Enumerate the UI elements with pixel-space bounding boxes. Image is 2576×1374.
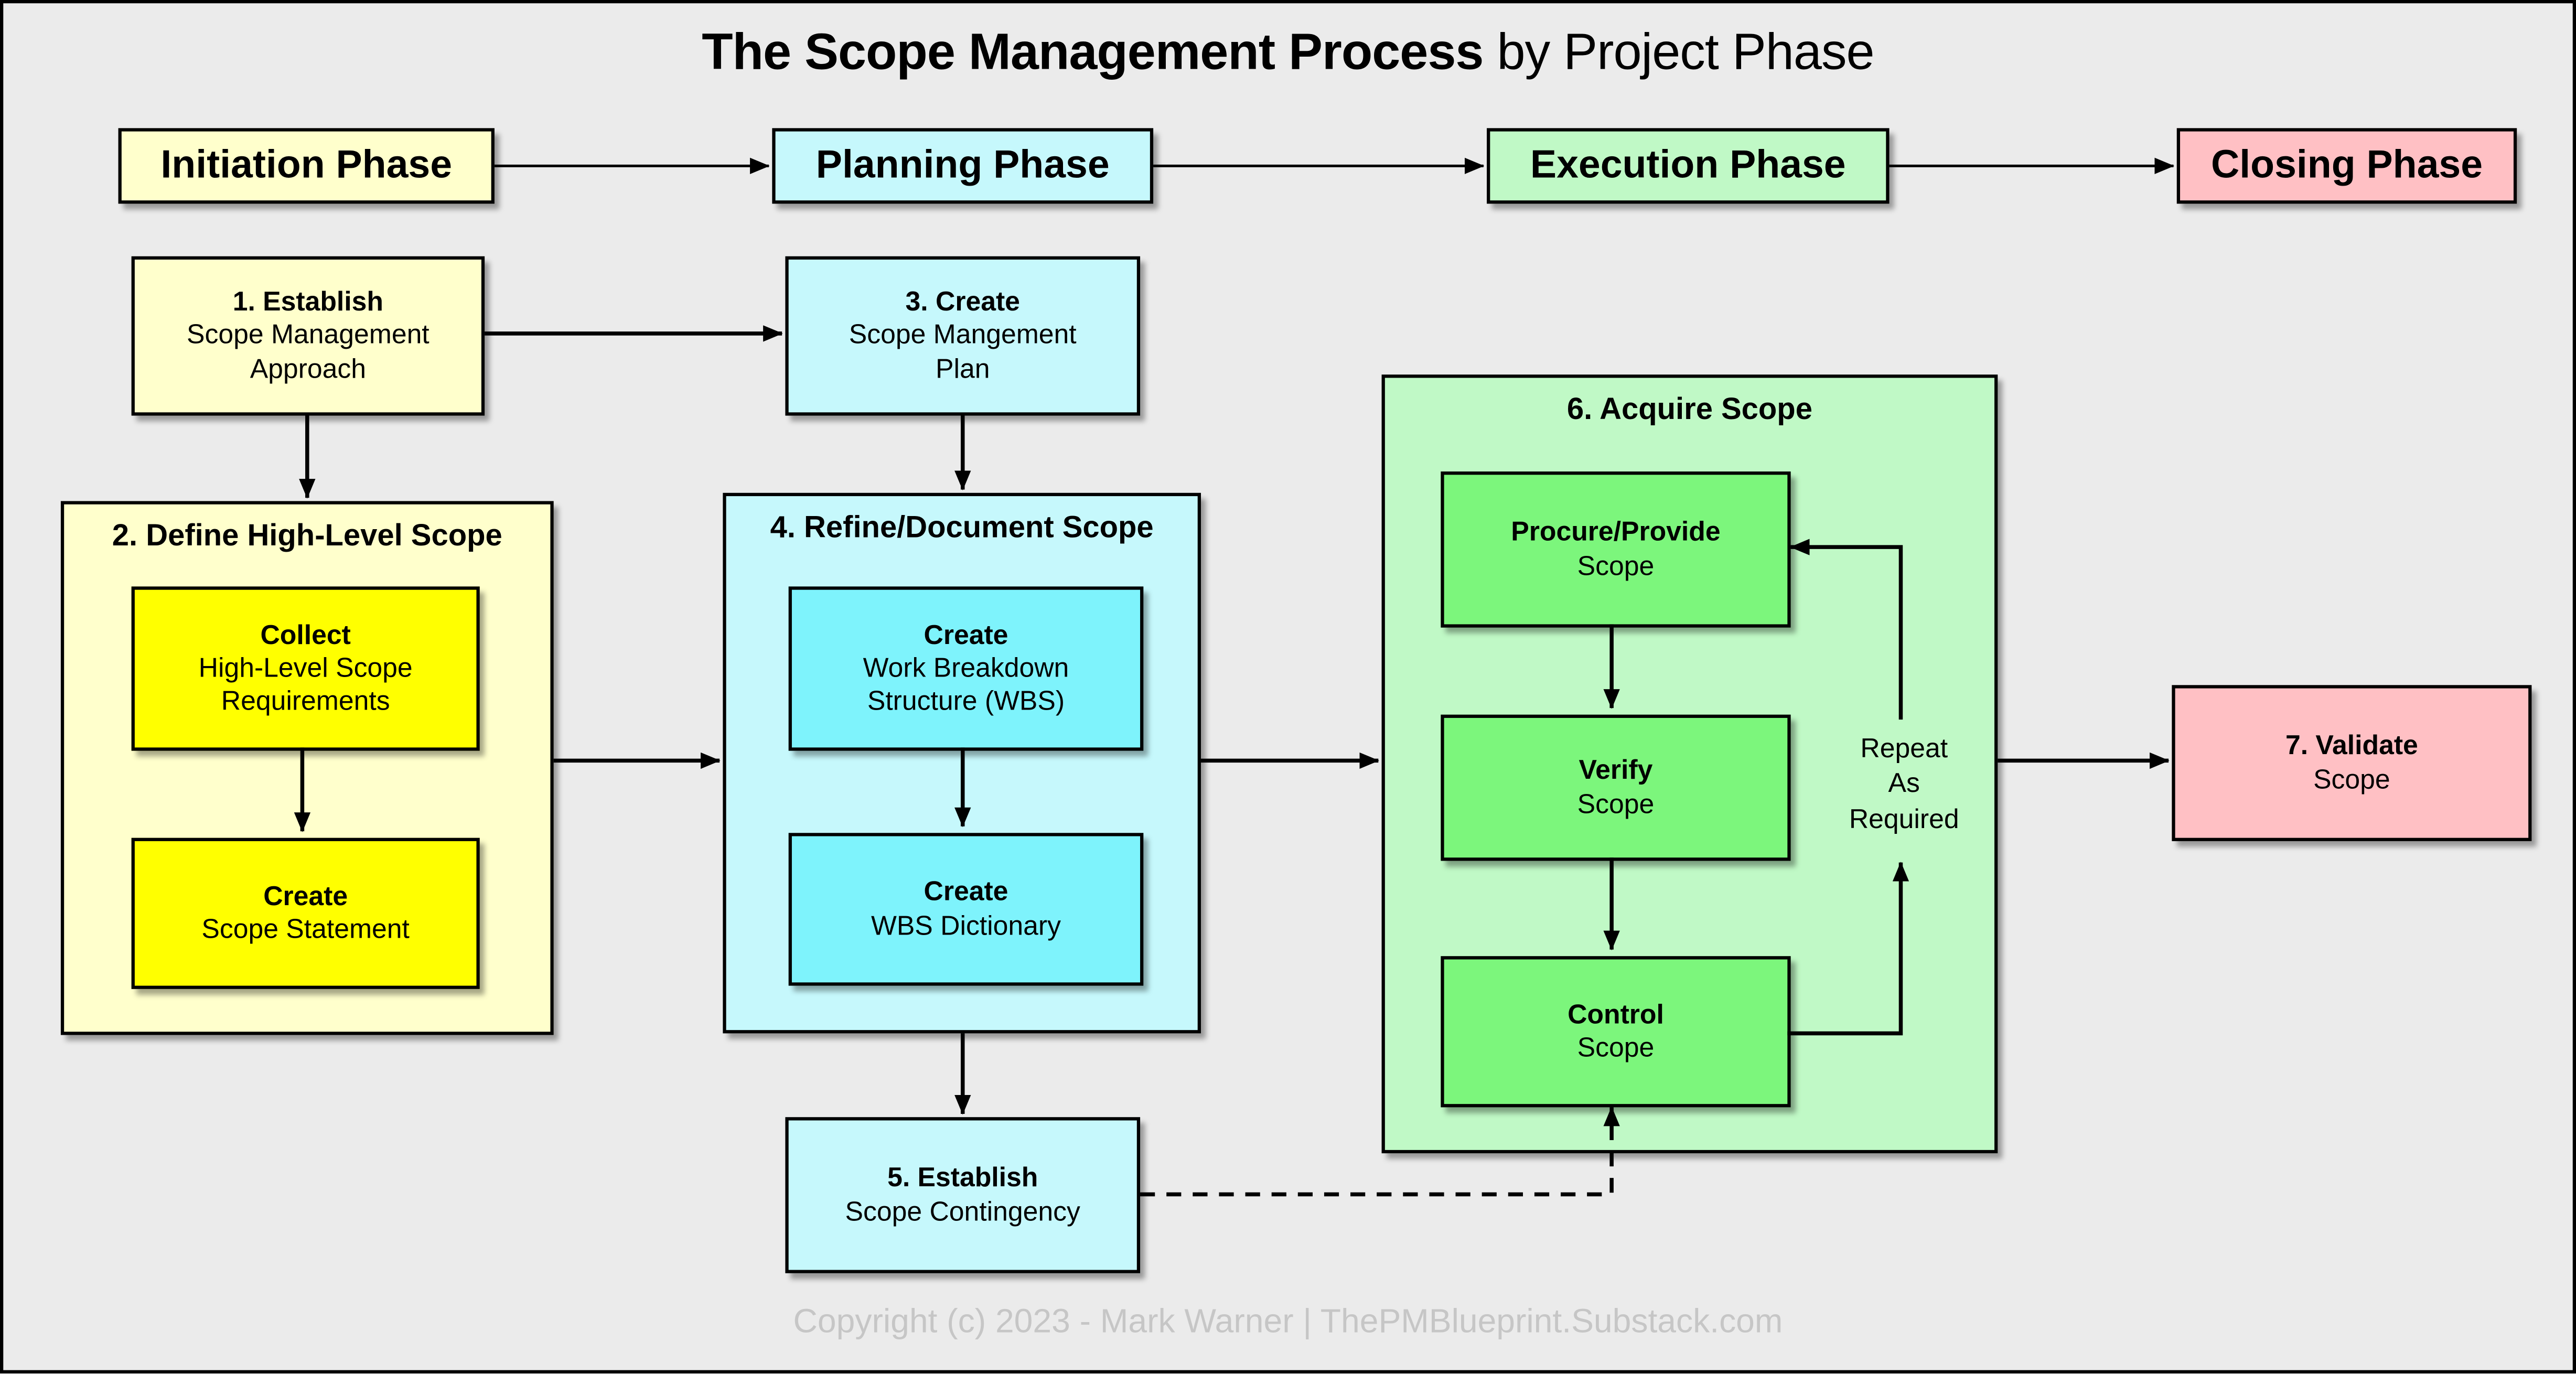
box-5-establish-scope-contingency: 5. Establish Scope Contingency <box>785 1117 1141 1273</box>
copyright-footer: Copyright (c) 2023 - Mark Warner | ThePM… <box>793 1303 1783 1341</box>
box-create-wbs-dictionary: Create WBS Dictionary <box>788 833 1144 986</box>
container-4-title: 4. Refine/Document Scope <box>770 509 1154 544</box>
phase-header-initiation: Initiation Phase <box>118 128 495 204</box>
repeat-note-line-1: Repeat <box>1860 734 1948 764</box>
phase-header-planning-label: Planning Phase <box>815 143 1110 188</box>
procure-line-1: Scope <box>1577 551 1655 581</box>
collect-title: Collect <box>260 620 351 650</box>
box-7-title: 7. Validate <box>2285 732 2418 761</box>
box-1-line-1: Scope Management <box>187 321 430 351</box>
container-2-title: 2. Define High-Level Scope <box>112 517 502 552</box>
repeat-note-line-2: As <box>1888 769 1920 799</box>
box-create-scope-statement: Create Scope Statement <box>131 838 480 989</box>
box-verify-scope: Verify Scope <box>1441 714 1791 861</box>
box-1-title: 1. Establish <box>232 288 383 318</box>
page-title: The Scope Management Process by Project … <box>0 23 2576 82</box>
wbs-title: Create <box>924 620 1008 650</box>
verify-title: Verify <box>1579 756 1653 786</box>
collect-line-2: Requirements <box>221 686 390 717</box>
page-title-suffix: by Project Phase <box>1483 23 1875 81</box>
box-collect-high-level-scope-requirements: Collect High-Level Scope Requirements <box>131 586 480 751</box>
verify-line-1: Scope <box>1577 789 1655 819</box>
scope-statement-line-1: Scope Statement <box>201 915 410 945</box>
phase-header-closing-label: Closing Phase <box>2210 143 2483 188</box>
box-3-create-scope-management-plan: 3. Create Scope Mangement Plan <box>785 256 1141 416</box>
box-procure-provide-scope: Procure/Provide Scope <box>1441 471 1791 628</box>
container-6-acquire-scope: 6. Acquire Scope Procure/Provide Scope V… <box>1381 374 1998 1154</box>
phase-header-execution: Execution Phase <box>1487 128 1890 204</box>
box-7-validate-scope: 7. Validate Scope <box>2172 685 2532 841</box>
box-1-line-2: Approach <box>250 354 366 384</box>
wbs-line-1: Work Breakdown <box>863 653 1069 683</box>
repeat-as-required-note: Repeat As Required <box>1806 733 2003 838</box>
box-3-line-1: Scope Mangement <box>849 321 1077 351</box>
box-5-title: 5. Establish <box>887 1164 1038 1194</box>
box-3-title: 3. Create <box>905 288 1020 318</box>
box-control-scope: Control Scope <box>1441 956 1791 1108</box>
wbs-line-2: Structure (WBS) <box>867 686 1065 717</box>
control-line-1: Scope <box>1577 1033 1655 1063</box>
container-4-refine-document-scope: 4. Refine/Document Scope Create Work Bre… <box>723 492 1201 1034</box>
box-7-line-1: Scope <box>2313 765 2390 795</box>
box-1-establish-scope-management-approach: 1. Establish Scope Management Approach <box>131 256 485 416</box>
control-title: Control <box>1568 1000 1664 1030</box>
container-6-title: 6. Acquire Scope <box>1566 391 1812 426</box>
repeat-note-line-3: Required <box>1849 804 1959 834</box>
page-title-main: The Scope Management Process <box>702 23 1484 81</box>
box-5-line-1: Scope Contingency <box>845 1197 1080 1227</box>
wbs-dict-line-1: WBS Dictionary <box>871 911 1061 941</box>
container-2-define-high-level-scope: 2. Define High-Level Scope Collect High-… <box>60 501 554 1035</box>
phase-header-initiation-label: Initiation Phase <box>160 143 453 188</box>
box-3-line-2: Plan <box>935 354 990 384</box>
scope-statement-title: Create <box>263 882 348 912</box>
procure-title: Procure/Provide <box>1511 518 1721 548</box>
phase-header-execution-label: Execution Phase <box>1530 143 1846 188</box>
phase-header-closing: Closing Phase <box>2176 128 2517 204</box>
wbs-dict-title: Create <box>924 878 1008 908</box>
phase-header-planning: Planning Phase <box>772 128 1154 204</box>
collect-line-1: High-Level Scope <box>198 653 413 683</box>
box-create-wbs: Create Work Breakdown Structure (WBS) <box>788 586 1144 751</box>
